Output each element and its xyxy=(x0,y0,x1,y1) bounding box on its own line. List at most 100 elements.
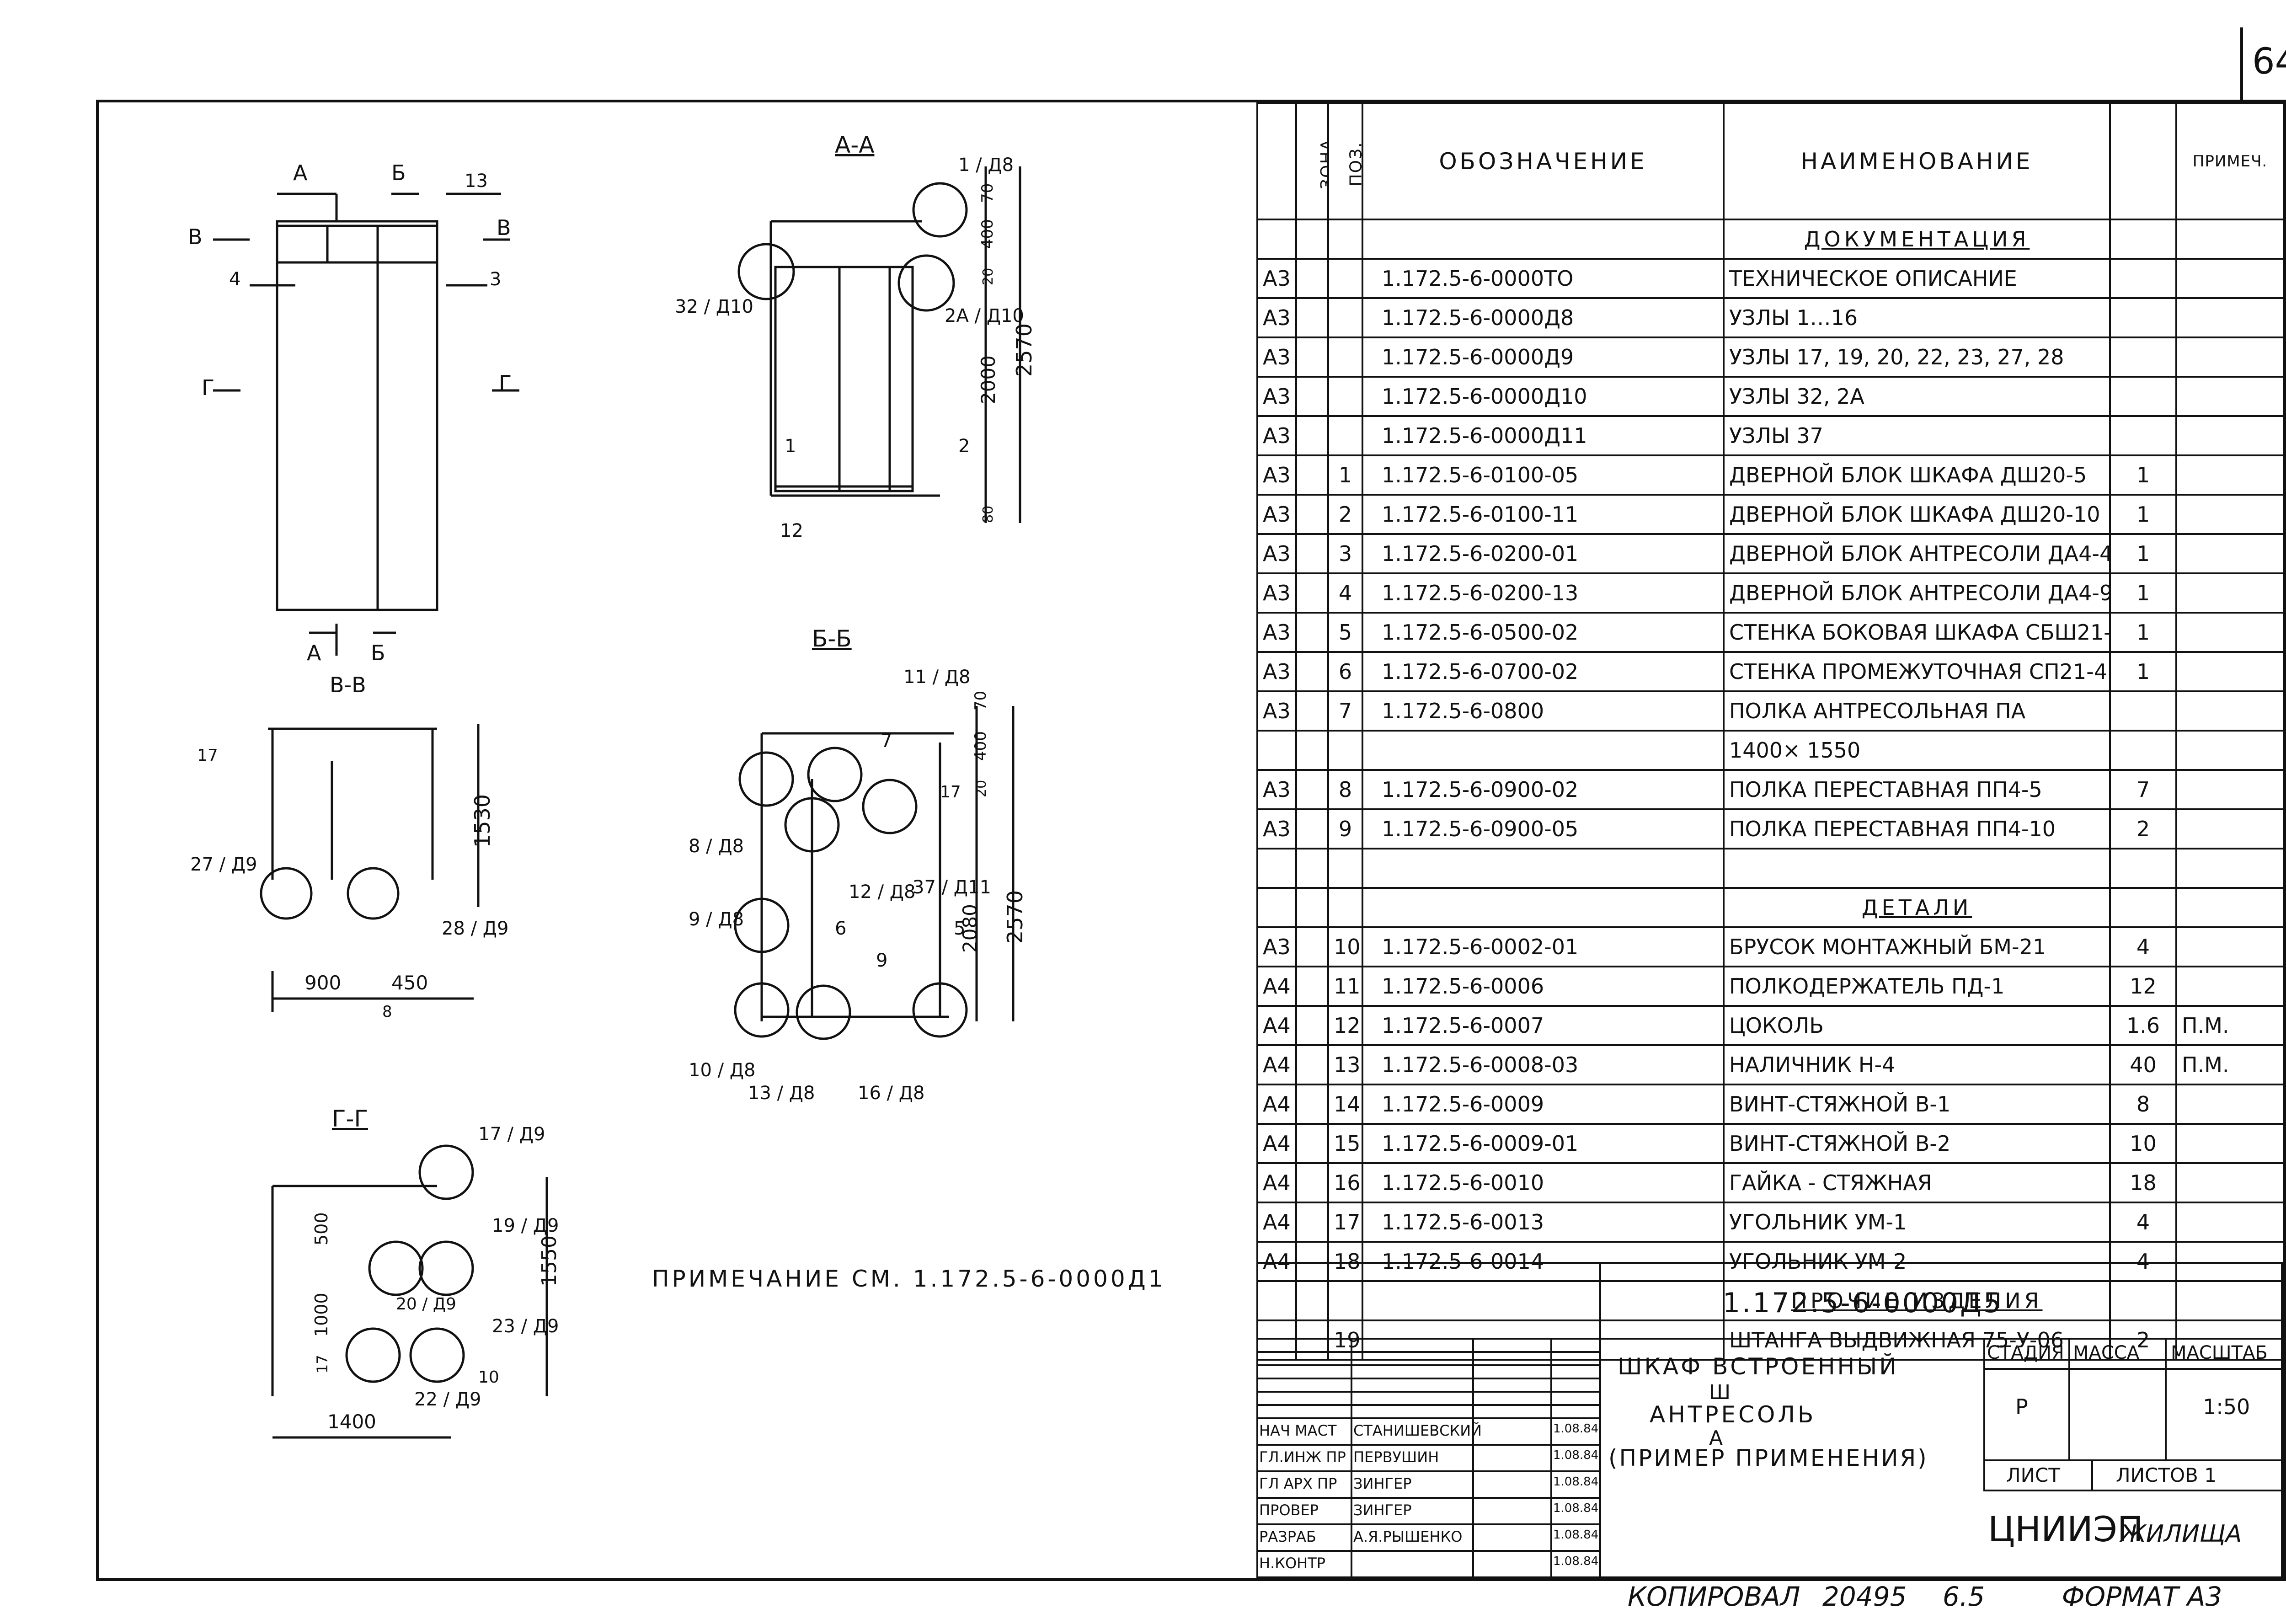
ref-23-d9: 23 / Д9 xyxy=(492,1316,559,1337)
spec-note xyxy=(2175,1162,2285,1203)
pos-7-bb: 7 xyxy=(881,731,892,752)
cut-b-label: Б xyxy=(391,160,406,185)
ref-17-d9: 17 / Д9 xyxy=(478,1124,545,1145)
spec-cell-empty xyxy=(1327,887,1363,928)
stage-header-row xyxy=(1983,1338,2283,1370)
spec-zone xyxy=(1295,415,1329,456)
org-name: ЦНИИЭП xyxy=(1988,1509,2144,1549)
sheets-label: ЛИСТОВ 1 xyxy=(2116,1464,2217,1486)
spec-designation: 1.172.5-6-0900-02 xyxy=(1362,769,1725,810)
pos-5-bb: 5 xyxy=(954,918,965,939)
spec-format: А3 xyxy=(1256,454,1297,496)
spec-cell-empty xyxy=(2109,887,2177,928)
spec-zone xyxy=(1295,1320,1329,1361)
section-aa xyxy=(737,166,1021,523)
ref-22-d9: 22 / Д9 xyxy=(414,1389,481,1410)
spec-zone xyxy=(1295,651,1329,692)
dim-20-b: 20 xyxy=(973,780,989,797)
ref-32-d10: 32 / Д10 xyxy=(675,296,753,317)
dim-70: 70 xyxy=(978,183,997,203)
dim-900: 900 xyxy=(304,972,341,994)
cut-g-left: Г xyxy=(202,375,214,400)
spec-name: УЗЛЫ 1…16 xyxy=(1723,297,2111,338)
pos-1-aa: 1 xyxy=(785,436,796,457)
copied-label: КОПИРОВАЛ xyxy=(1628,1581,1800,1612)
cut-v-right: В xyxy=(497,215,511,240)
spec-format: А3 xyxy=(1256,690,1297,732)
spec-format: А4 xyxy=(1256,1202,1297,1243)
header-format: ФОРМАТ xyxy=(1256,102,1297,220)
pos-3-label: 3 xyxy=(490,269,501,290)
spec-qty: 4 xyxy=(2109,1241,2177,1282)
spec-cell-empty xyxy=(2109,219,2177,260)
spec-designation: 1.172.5-6-0007 xyxy=(1362,1005,1725,1046)
spec-qty: 4 xyxy=(2109,926,2177,967)
spec-name: НАЛИЧНИК Н-4 xyxy=(1723,1044,2111,1085)
spec-note xyxy=(2175,1202,2285,1243)
dim-1000: 1000 xyxy=(311,1293,331,1337)
spec-name: УЗЛЫ 37 xyxy=(1723,415,2111,456)
ref-20-d9: 20 / Д9 xyxy=(396,1295,456,1314)
spec-zone xyxy=(1295,572,1329,614)
spec-pos xyxy=(1327,337,1363,378)
org-name-2: ЖИЛИЩА xyxy=(2120,1520,2242,1548)
pos-17-bb: 17 xyxy=(940,783,961,801)
spec-cell-empty xyxy=(2109,1280,2177,1321)
signer-date: 1.08.84 xyxy=(1553,1528,1599,1542)
spec-cell-empty xyxy=(1362,887,1725,928)
spec-qty: 1 xyxy=(2109,572,2177,614)
spec-name: 1400× 1550 xyxy=(1723,730,2111,771)
spec-zone xyxy=(1295,769,1329,810)
spec-qty: 10 xyxy=(2109,1123,2177,1164)
section-vv xyxy=(260,724,480,1012)
spec-pos: 4 xyxy=(1327,572,1363,614)
header-designation: ОБОЗНАЧЕНИЕ xyxy=(1362,102,1725,220)
spec-note xyxy=(2175,1320,2285,1361)
ref-1-d8: 1 / Д8 xyxy=(958,155,1014,176)
ref-27-d9: 27 / Д9 xyxy=(190,854,257,875)
spec-note xyxy=(2175,730,2285,771)
spec-pos: 8 xyxy=(1327,769,1363,810)
scale-value: 1:50 xyxy=(2203,1394,2250,1419)
spec-format xyxy=(1256,848,1297,889)
signer-date: 1.08.84 xyxy=(1553,1448,1599,1462)
spec-name: СТЕНКА ПРОМЕЖУТОЧНАЯ СП21-4 xyxy=(1723,651,2111,692)
spec-qty: 1 xyxy=(2109,454,2177,496)
spec-format: А4 xyxy=(1256,966,1297,1007)
spec-qty: 40 xyxy=(2109,1044,2177,1085)
title-block: 1.172.5-6-0000Д5 ШКАФ ВСТРОЕННЫЙ Ш АНТРЕ… xyxy=(1256,1262,2283,1578)
spec-format: А3 xyxy=(1256,376,1297,417)
front-elevation xyxy=(213,192,519,656)
spec-note: П.М. xyxy=(2175,1005,2285,1046)
spec-cell-empty xyxy=(1327,1280,1363,1321)
spec-designation: 1.172.5-6-0800 xyxy=(1362,690,1725,732)
spec-note xyxy=(2175,808,2285,849)
spec-name: БРУСОК МОНТАЖНЫЙ БМ-21 xyxy=(1723,926,2111,967)
spec-note xyxy=(2175,1241,2285,1282)
spec-cell-empty xyxy=(1295,219,1329,260)
spec-section-title: ДОКУМЕНТАЦИЯ xyxy=(1723,219,2111,260)
spec-zone xyxy=(1295,1044,1329,1085)
cut-a-bottom: А xyxy=(307,641,321,665)
spec-note xyxy=(2175,337,2285,378)
dim-2080: 2080 xyxy=(959,904,981,953)
section-bb-title: Б-Б xyxy=(812,625,852,652)
grid-cell xyxy=(1472,1404,1552,1419)
dim-2570-a: 2570 xyxy=(1012,323,1036,377)
spec-zone xyxy=(1295,454,1329,496)
section-vv-title: В-В xyxy=(330,673,366,697)
spec-format: А4 xyxy=(1256,1044,1297,1085)
spec-note xyxy=(2175,533,2285,574)
spec-format xyxy=(1256,1320,1297,1361)
pos-9-bb: 9 xyxy=(876,950,887,971)
signer-cell-sign xyxy=(1472,1417,1552,1446)
ref-10-d8: 10 / Д8 xyxy=(689,1060,756,1081)
spec-cell-empty xyxy=(1327,219,1363,260)
note-text: ПРИМЕЧАНИЕ СМ. 1.172.5-6-0000Д1 xyxy=(652,1266,1166,1292)
